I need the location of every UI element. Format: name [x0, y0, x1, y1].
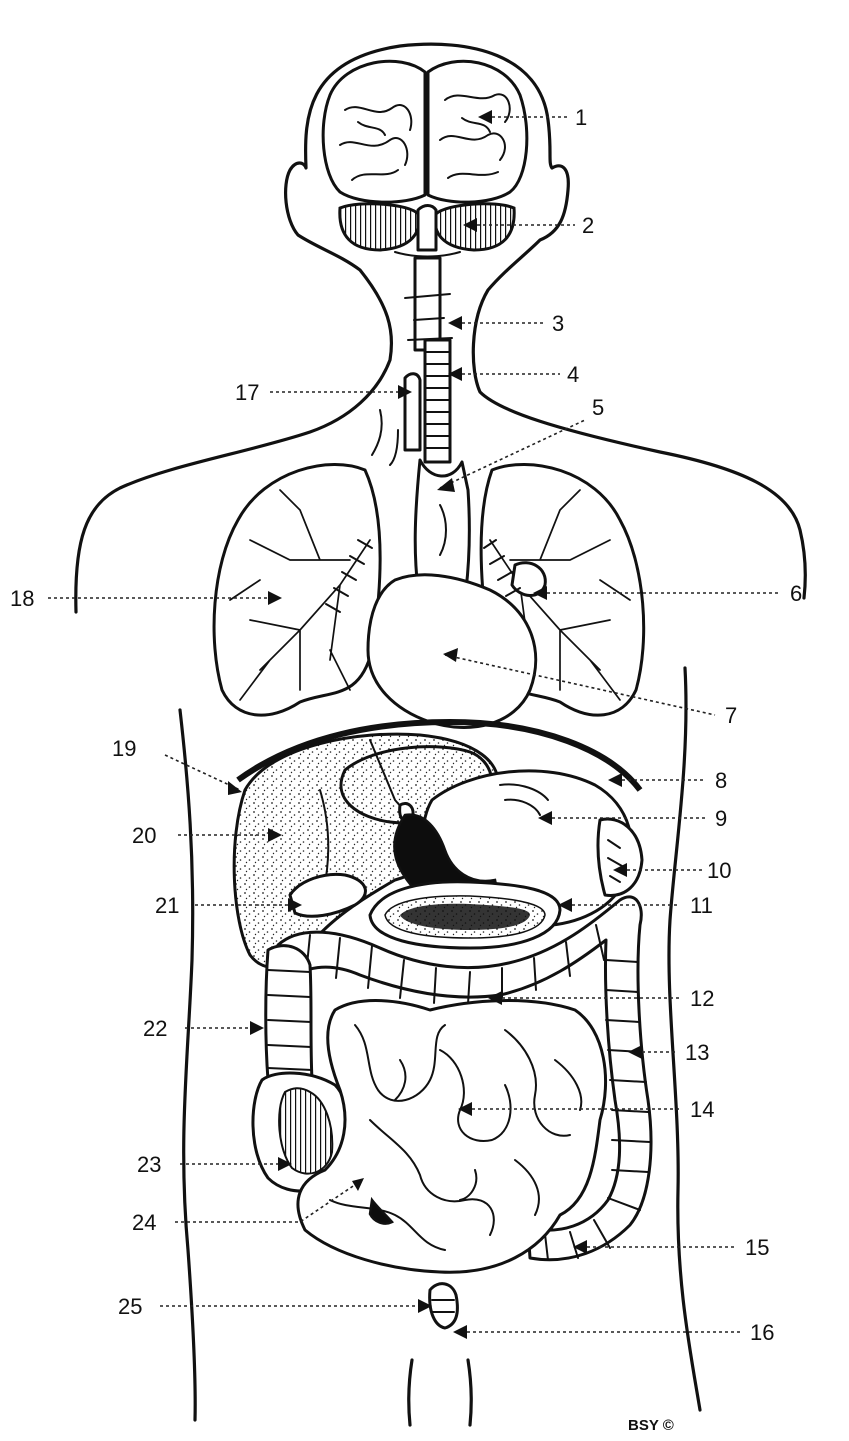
spleen: [598, 819, 642, 895]
label-16: 16: [750, 1320, 774, 1345]
label-8: 8: [715, 768, 727, 793]
label-9: 9: [715, 806, 727, 831]
label-20: 20: [132, 823, 156, 848]
label-5: 5: [592, 395, 604, 420]
label-23: 23: [137, 1152, 161, 1177]
label-21: 21: [155, 893, 179, 918]
label-4: 4: [567, 362, 579, 387]
esophagus: [372, 374, 420, 465]
label-24: 24: [132, 1210, 156, 1235]
label-15: 15: [745, 1235, 769, 1260]
copyright-mark: BSY ©: [628, 1417, 674, 1434]
label-1: 1: [575, 105, 587, 130]
cerebellum: [340, 204, 514, 250]
label-19: 19: [112, 736, 136, 761]
lung-left: [214, 464, 380, 715]
label-25: 25: [118, 1294, 142, 1319]
label-3: 3: [552, 311, 564, 336]
rectum: [430, 1284, 458, 1328]
label-13: 13: [685, 1040, 709, 1065]
pharynx: [395, 252, 460, 350]
pancreas: [370, 882, 560, 948]
label-12: 12: [690, 986, 714, 1011]
trachea: [425, 340, 450, 462]
label-22: 22: [143, 1016, 167, 1041]
label-18: 18: [10, 586, 34, 611]
label-6: 6: [790, 581, 802, 606]
brain: [323, 61, 527, 202]
label-17: 17: [235, 380, 259, 405]
label-14: 14: [690, 1097, 714, 1122]
label-11: 11: [690, 893, 713, 918]
label-7: 7: [725, 703, 737, 728]
label-2: 2: [582, 213, 594, 238]
label-10: 10: [707, 858, 731, 883]
aorta: [415, 460, 469, 590]
